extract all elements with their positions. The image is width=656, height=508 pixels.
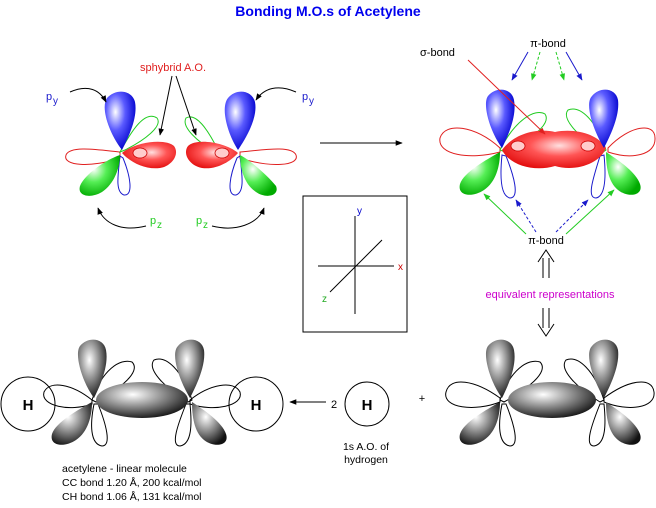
plus-sign: + [419, 393, 425, 405]
py-right-arrow [255, 87, 297, 101]
sp-hybrid-label: sphybrid A.O. [140, 62, 206, 74]
pi-bottom-arrow-2 [515, 199, 537, 233]
py-left-arrow [69, 87, 107, 103]
svg-text:y: y [53, 96, 58, 107]
right-hydrogen-label: H [251, 397, 262, 414]
svg-text:p: p [196, 215, 202, 227]
svg-text:y: y [309, 96, 314, 107]
hydrogen-note-line1: 1s A.O. of [343, 441, 389, 453]
sp-hybrid-arrow-right [175, 75, 197, 136]
pi-bond-label-bottom: π-bond [528, 235, 564, 247]
desc-line-2: CC bond 1.20 Å, 200 kcal/mol [62, 476, 202, 489]
left-hydrogen-label: H [23, 397, 34, 414]
equivalence-arrow-up [537, 249, 555, 278]
sigma-bond-label: σ-bond [420, 47, 455, 59]
hydrogen-note-line2: hydrogen [344, 454, 388, 466]
axis-y-label: y [357, 206, 362, 217]
svg-text:p: p [302, 91, 308, 103]
equivalence-arrow-down [537, 308, 555, 337]
right-carbon-orbitals [184, 91, 297, 196]
pz-right-arrow [211, 207, 265, 229]
pz-left-label: p z [150, 215, 162, 231]
svg-text:z: z [157, 220, 162, 231]
pi-bond-label-top: π-bond [530, 38, 566, 50]
axis-z-label: z [322, 294, 327, 305]
pz-right-label: p z [196, 215, 208, 231]
svg-text:z: z [203, 220, 208, 231]
py-left-label: p y [46, 91, 58, 107]
desc-line-3: CH bond 1.06 Å, 131 kcal/mol [62, 490, 202, 503]
sigma-bond-arrow [467, 59, 546, 135]
pi-top-arrow-1 [511, 51, 529, 81]
sp-hybrid-arrow-left [158, 75, 173, 136]
pi-bottom-arrow-4 [565, 189, 615, 235]
axes-box [302, 195, 408, 333]
axis-x-label: x [398, 262, 403, 273]
pi-top-arrow-3 [555, 51, 565, 81]
diagram-title: Bonding M.O.s of Acetylene [235, 3, 421, 19]
desc-line-1: acetylene - linear molecule [62, 463, 187, 475]
svg-text:p: p [150, 215, 156, 227]
hydrogen-1s-orbital [344, 381, 390, 427]
hydrogen-atom-label: H [362, 397, 373, 414]
acetylene-with-hydrogens [0, 339, 284, 447]
py-right-label: p y [302, 91, 314, 107]
pi-top-arrow-4 [565, 51, 583, 81]
pz-left-arrow [97, 207, 147, 229]
left-carbon-orbitals [65, 91, 177, 196]
svg-text:p: p [46, 91, 52, 103]
pi-bottom-arrow-1 [483, 193, 527, 235]
coefficient-2: 2 [331, 399, 337, 411]
pi-bottom-arrow-3 [555, 199, 589, 233]
equivalent-label: equivalent representations [485, 289, 615, 301]
pi-top-arrow-2 [531, 51, 541, 81]
acetylene-mo-gray-right [445, 339, 655, 447]
acetylene-mo-colored [439, 89, 656, 199]
